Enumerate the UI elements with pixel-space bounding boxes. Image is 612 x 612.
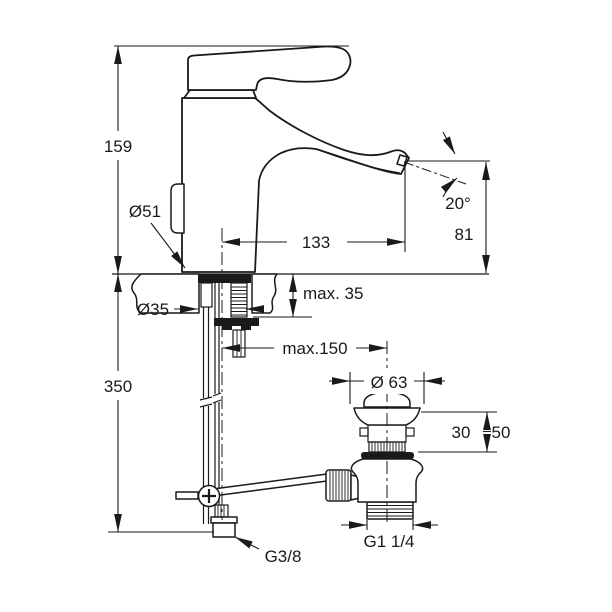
dim-below-deck-height: 350	[104, 377, 132, 396]
angle-axis-line	[403, 161, 467, 185]
dim-waste-clamp-min: 30	[452, 423, 471, 442]
base-gasket	[198, 274, 251, 283]
leader-body-diameter	[150, 222, 186, 269]
dim-total-height: 159	[104, 137, 132, 156]
stud-end	[232, 329, 246, 358]
waste-tailpipe	[366, 501, 414, 520]
side-button	[170, 183, 185, 234]
dim-spout-reach: 133	[302, 233, 330, 252]
dim-waste-clamp-max: 50	[492, 423, 511, 442]
dim-hole-diameter: Ø35	[137, 300, 169, 319]
pivot-screw	[197, 484, 221, 508]
dim-spout-angle: 20°	[445, 194, 471, 213]
supply-hose	[199, 282, 213, 524]
dim-max-deck-thickness: max. 35	[303, 284, 363, 303]
dim-waste-outlet-thread: G1 1/4	[363, 532, 414, 551]
mounting-nut	[214, 318, 259, 330]
deck-piece-left	[131, 273, 200, 314]
faucet-body-and-spout	[181, 97, 410, 273]
diagonal-rod	[212, 473, 328, 497]
neck-collar	[183, 89, 257, 99]
popup-waste-assembly	[325, 391, 424, 520]
spout-face-line	[315, 148, 401, 174]
below-deck-assembly	[175, 282, 328, 538]
dim-waste-cap-diameter: Ø 63	[371, 373, 408, 392]
lever-handle	[187, 45, 352, 91]
leader-supply-thread	[234, 536, 260, 550]
deck-piece-right	[251, 273, 278, 314]
faucet-outline	[170, 45, 410, 273]
angle-ref-leader	[442, 131, 456, 155]
linkage-bar	[175, 491, 199, 500]
countertop-section	[112, 273, 489, 314]
angle-arc-arrow	[440, 177, 458, 198]
dimension-annotations: 159 350 Ø51 133 81 20° max. 35 Ø35	[99, 45, 511, 566]
dim-supply-connection-thread: G3/8	[265, 547, 302, 566]
dim-spout-height: 81	[455, 225, 474, 244]
dim-max-waste-distance: max.150	[282, 339, 347, 358]
aerator-icon	[396, 154, 408, 167]
dim-body-diameter: Ø51	[129, 202, 161, 221]
supply-connector	[210, 504, 238, 538]
mounting-stud	[230, 282, 248, 318]
popup-rod	[212, 283, 222, 505]
